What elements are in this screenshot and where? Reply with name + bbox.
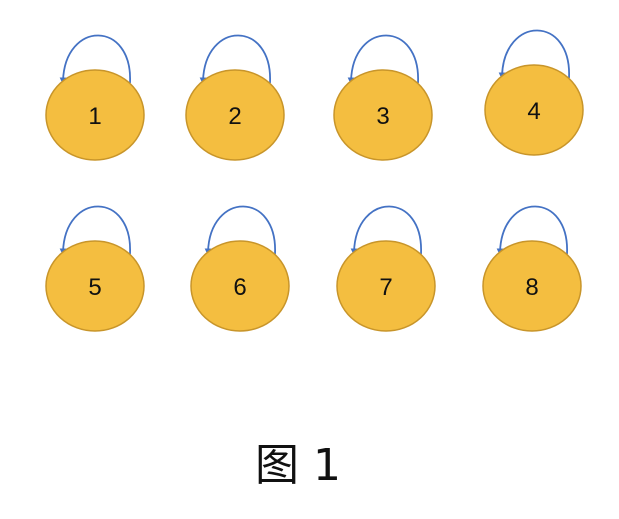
- node-circle-5: [45, 240, 145, 332]
- node-circle-6: [190, 240, 290, 332]
- self-loop-3: [347, 34, 419, 85]
- node-6: 6: [190, 240, 290, 332]
- node-label-2: 2: [228, 103, 241, 130]
- node-2: 2: [185, 69, 285, 161]
- self-loop-5: [59, 205, 131, 256]
- node-label-1: 1: [88, 103, 101, 130]
- self-loop-2: [199, 34, 271, 85]
- node-label-5: 5: [88, 274, 101, 301]
- self-loop-7: [350, 205, 422, 256]
- node-circle-8: [482, 240, 582, 332]
- node-circle-2: [185, 69, 285, 161]
- self-loop-6: [204, 205, 276, 256]
- node-7: 7: [336, 240, 436, 332]
- node-label-6: 6: [233, 274, 246, 301]
- self-loop-4: [498, 29, 570, 80]
- node-label-3: 3: [376, 103, 389, 130]
- node-circle-1: [45, 69, 145, 161]
- node-label-8: 8: [525, 274, 538, 301]
- node-label-4: 4: [527, 98, 540, 125]
- node-label-7: 7: [379, 274, 392, 301]
- node-5: 5: [45, 240, 145, 332]
- node-circle-4: [484, 64, 584, 156]
- self-loop-8: [496, 205, 568, 256]
- node-8: 8: [482, 240, 582, 332]
- node-circle-3: [333, 69, 433, 161]
- node-3: 3: [333, 69, 433, 161]
- node-circle-7: [336, 240, 436, 332]
- nodes: 1 2 3 4 5 6 7 8: [45, 64, 584, 332]
- self-loop-1: [59, 34, 131, 85]
- node-1: 1: [45, 69, 145, 161]
- node-4: 4: [484, 64, 584, 156]
- self-loops: [59, 29, 570, 256]
- figure-caption: 图 1: [255, 440, 341, 491]
